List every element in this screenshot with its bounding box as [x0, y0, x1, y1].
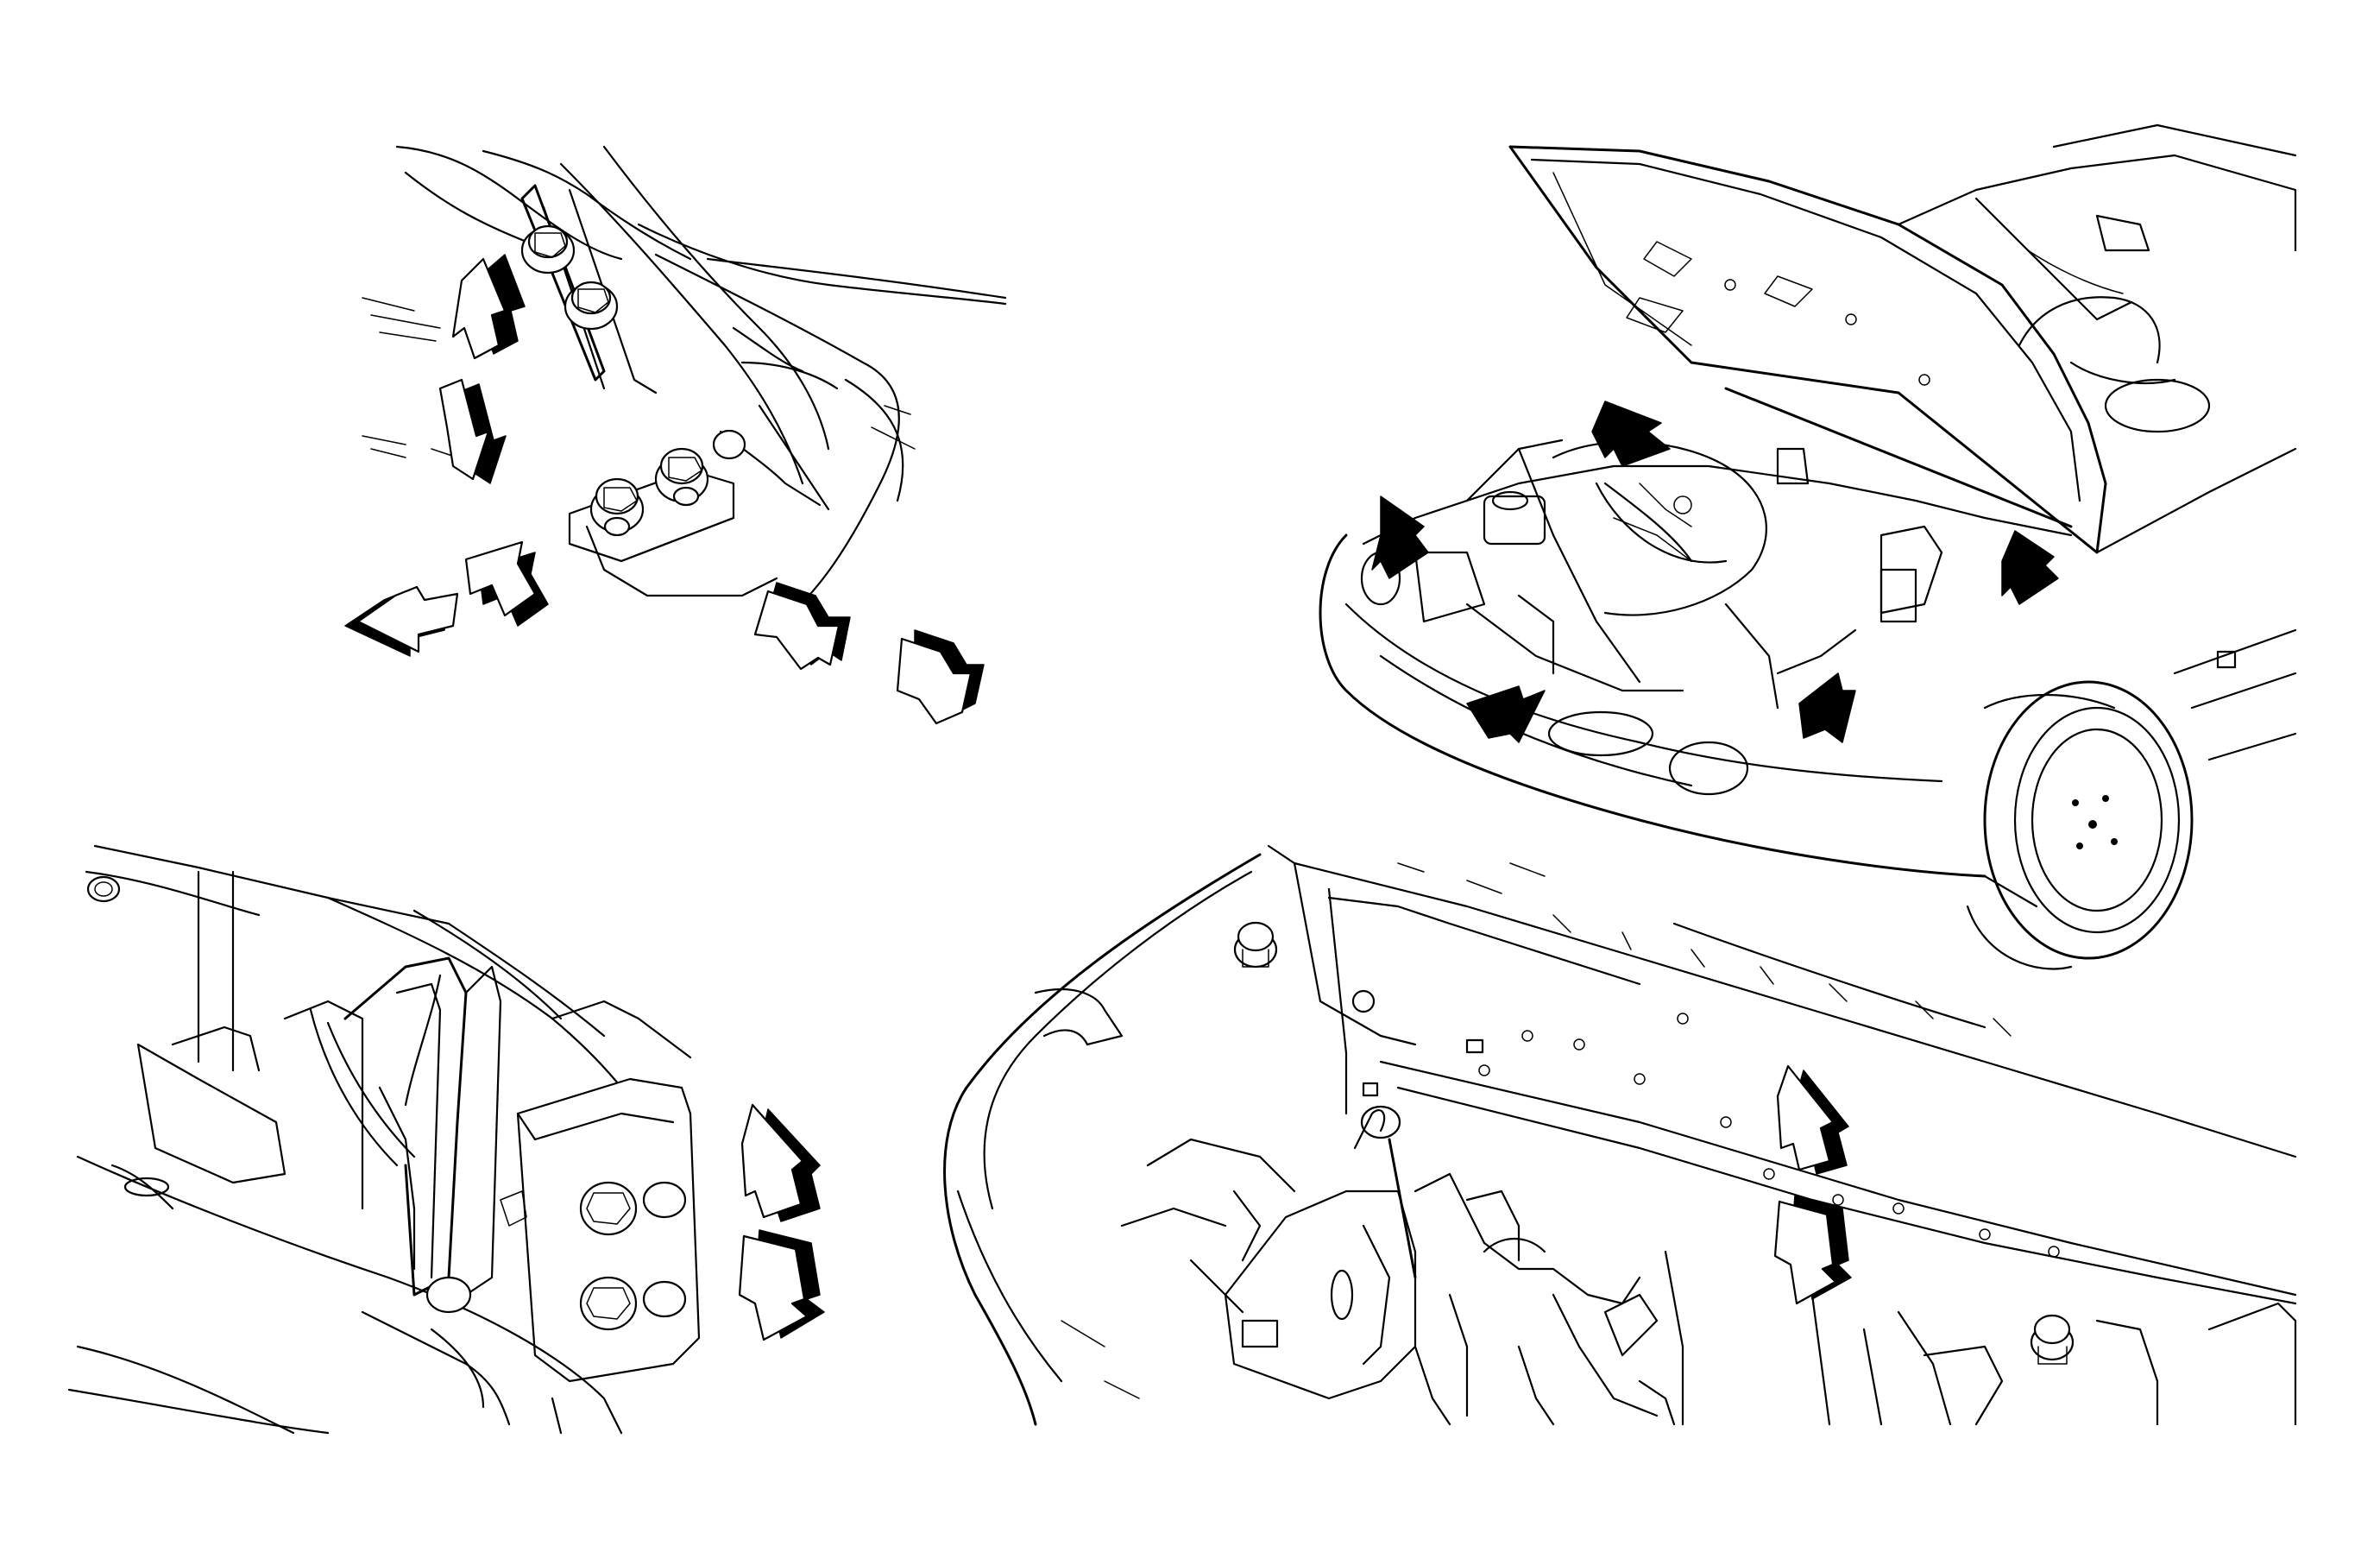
radiator-support-detail-view: [943, 844, 2297, 1426]
hinge-adjust-arrow-down: [438, 378, 507, 484]
overview-arrow-left-lateral: [1371, 495, 1429, 579]
hinge-bolt-lower-2: [654, 447, 709, 507]
hinge-adjust-arrow-up: [451, 254, 526, 360]
radiator-support-bolt-right: [2030, 1314, 2075, 1365]
hood-latch-detail-view: [67, 844, 825, 1435]
support-adjust-arrow-up: [1776, 1064, 1849, 1175]
hinge-bolt-upper-2: [564, 281, 619, 331]
vehicle-hood-open-overview-view: [1319, 123, 2297, 970]
overview-arrow-latch-left: [1466, 685, 1546, 743]
hinge-bolt-upper-1: [520, 224, 576, 275]
radiator-support-bolt-left: [1233, 921, 1278, 969]
overview-arrow-right-lateral: [2001, 530, 2059, 605]
hinge-adjust-arrow-fore-left: [344, 585, 459, 657]
latch-bolt-lower: [579, 1276, 687, 1331]
latch-adjust-arrow-down: [738, 1229, 825, 1341]
latch-bolt-upper: [579, 1181, 687, 1236]
overview-arrow-hinge-up: [1591, 401, 1671, 467]
hinge-bolt-lower-1: [589, 477, 645, 537]
hood-hinge-detail-view: [344, 145, 1007, 725]
hinge-adjust-arrow-fore-right-1: [753, 582, 851, 671]
support-adjust-arrow-down: [1773, 1195, 1852, 1305]
hinge-adjust-arrow-rear: [464, 540, 549, 627]
overview-arrow-latch-right: [1798, 672, 1856, 743]
hinge-adjust-arrow-fore-right-2: [896, 629, 985, 725]
latch-adjust-arrow-up: [740, 1103, 821, 1222]
